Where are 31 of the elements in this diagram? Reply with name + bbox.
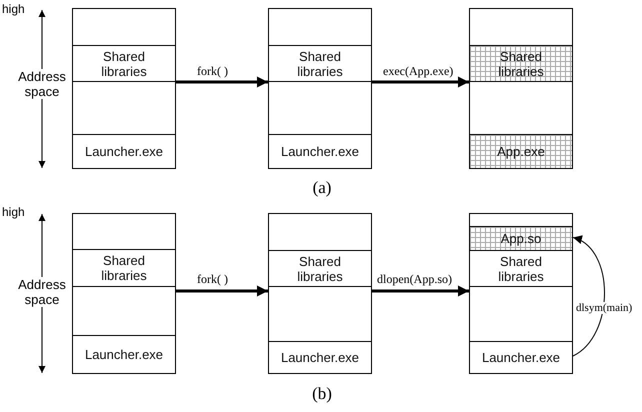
memory-column	[469, 8, 573, 169]
memory-column	[469, 213, 573, 374]
edge-label: exec(App.exe)	[382, 64, 454, 79]
edge-label: dlopen(App.so)	[376, 272, 453, 287]
memory-segment: Shared libraries	[73, 249, 175, 287]
edge-label: fork( )	[196, 272, 229, 287]
memory-segment: Launcher.exe	[73, 335, 175, 373]
memory-segment: Shared libraries	[470, 250, 572, 287]
memory-segment: Shared libraries	[269, 250, 371, 287]
edge-label: dlsym(main)	[575, 302, 634, 314]
memory-column	[72, 8, 176, 169]
arrow	[372, 286, 469, 296]
memory-segment: Launcher.exe	[73, 134, 175, 168]
memory-segment: Launcher.exe	[269, 341, 371, 373]
arrow	[572, 236, 605, 356]
arrow	[372, 76, 469, 88]
memory-segment: App.exe	[470, 134, 572, 168]
memory-segment: Shared libraries	[470, 45, 572, 82]
memory-segment: Shared libraries	[73, 45, 175, 82]
memory-column	[268, 213, 372, 374]
memory-column	[72, 213, 176, 374]
arrow	[176, 76, 268, 88]
edge-label: fork( )	[196, 64, 229, 79]
arrow	[176, 286, 268, 296]
axis-label: high	[2, 2, 26, 17]
memory-segment: App.so	[470, 226, 572, 251]
axis-label: high	[2, 205, 26, 220]
memory-segment: Launcher.exe	[470, 341, 572, 373]
memory-segment: Launcher.exe	[269, 134, 371, 168]
memory-column	[268, 8, 372, 169]
memory-segment: Shared libraries	[269, 45, 371, 82]
